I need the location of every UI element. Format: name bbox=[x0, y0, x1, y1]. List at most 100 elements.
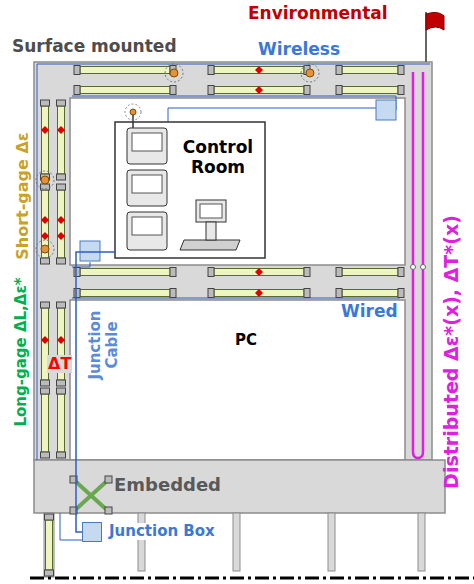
embedded-sensor bbox=[74, 480, 108, 511]
wireless-sensor bbox=[41, 245, 49, 253]
strain-sensors bbox=[41, 66, 405, 577]
short-gage-sensor bbox=[57, 232, 65, 240]
text-label: Wired bbox=[340, 302, 399, 322]
foundation bbox=[138, 513, 145, 571]
control-room-box bbox=[115, 122, 265, 258]
sensor-anchor bbox=[304, 86, 310, 95]
long-gage-sensor bbox=[342, 290, 398, 297]
sensor-anchor bbox=[304, 289, 310, 298]
wireless-sensor bbox=[41, 176, 49, 184]
long-gage-sensor bbox=[80, 269, 170, 276]
sensor-anchor bbox=[208, 289, 214, 298]
computer-icon bbox=[180, 240, 240, 250]
building-frame bbox=[34, 62, 432, 460]
environmental-flag bbox=[426, 12, 444, 62]
sensor-anchor bbox=[398, 86, 404, 95]
short-gage-sensor bbox=[57, 216, 65, 224]
computer-icon bbox=[132, 217, 162, 235]
short-gage-sensor bbox=[255, 86, 263, 94]
sensor-anchor bbox=[74, 268, 80, 277]
sensor-anchor bbox=[398, 268, 404, 277]
short-gage-sensor bbox=[41, 216, 49, 224]
sensor-anchor bbox=[208, 66, 214, 75]
junction-box: Junction Box bbox=[82, 522, 102, 542]
sensor-anchor bbox=[74, 289, 80, 298]
long-gage-sensor bbox=[58, 190, 65, 258]
computer-icon bbox=[132, 114, 134, 128]
sensor-anchor bbox=[170, 289, 176, 298]
rotated-label: Long-gage ΔL,Δε* bbox=[13, 277, 30, 426]
sensor-anchor bbox=[41, 452, 50, 458]
computer-icon bbox=[130, 109, 136, 115]
wireless-sensor bbox=[36, 64, 319, 258]
sensor-anchor bbox=[41, 302, 50, 308]
wireless-sensor bbox=[301, 64, 319, 82]
sensor-anchor bbox=[57, 258, 66, 264]
ground-line bbox=[30, 577, 474, 580]
junction-cable bbox=[76, 252, 115, 532]
embedded-sensor bbox=[105, 507, 112, 514]
sensor-anchor bbox=[74, 66, 80, 75]
distributed-sensor bbox=[411, 72, 426, 458]
long-gage-sensor bbox=[58, 394, 65, 452]
wireless-sensor bbox=[36, 240, 54, 258]
long-gage-sensor bbox=[80, 67, 170, 74]
computer-icon bbox=[127, 212, 167, 250]
sensor-anchor bbox=[74, 86, 80, 95]
signal-wire bbox=[60, 513, 82, 540]
signal-wire bbox=[72, 262, 90, 267]
long-gage-sensor bbox=[214, 290, 304, 297]
node-text: Control Room bbox=[175, 138, 261, 177]
sensor-anchor bbox=[170, 86, 176, 95]
long-gage-sensor bbox=[58, 106, 65, 174]
rotated-label: Junction Cable bbox=[87, 305, 122, 385]
computer-icon bbox=[125, 104, 141, 120]
distributed-sensor bbox=[421, 265, 426, 270]
sensor-anchor bbox=[45, 514, 54, 520]
sensor-anchor bbox=[208, 268, 214, 277]
sensor-anchor bbox=[41, 184, 50, 190]
short-gage-sensor bbox=[255, 268, 263, 276]
foundation bbox=[34, 460, 445, 577]
computer-icon bbox=[127, 128, 167, 164]
text-label: ΔT bbox=[47, 355, 72, 373]
sensor-anchor bbox=[41, 380, 50, 386]
node-text: PC bbox=[235, 332, 257, 349]
foundation bbox=[418, 513, 425, 571]
short-gage-sensor bbox=[41, 126, 49, 134]
sensor-anchor bbox=[336, 86, 342, 95]
signal-wire bbox=[72, 298, 400, 299]
wireless-sensor bbox=[306, 69, 314, 77]
sensor-anchor bbox=[41, 258, 50, 264]
long-gage-sensor bbox=[42, 394, 49, 452]
computer-icon bbox=[125, 104, 240, 250]
sensor-anchor bbox=[57, 380, 66, 386]
short-gage-sensor bbox=[255, 289, 263, 297]
sensor-anchor bbox=[398, 289, 404, 298]
sensor-anchor bbox=[41, 100, 50, 106]
wireless-sensor bbox=[165, 64, 183, 82]
node-text: Embedded bbox=[114, 475, 221, 496]
sensor-anchor bbox=[57, 302, 66, 308]
foundation bbox=[233, 513, 240, 571]
control-room-box bbox=[115, 122, 265, 258]
long-gage-sensor bbox=[214, 87, 304, 94]
computer-icon bbox=[196, 200, 226, 222]
sensor-anchor bbox=[336, 66, 342, 75]
long-gage-sensor bbox=[342, 269, 398, 276]
rotated-label: Short-gage Δε bbox=[14, 132, 32, 260]
long-gage-sensor bbox=[42, 106, 49, 174]
long-gage-sensor bbox=[342, 67, 398, 74]
building-frame bbox=[34, 62, 432, 460]
sensor-anchor bbox=[170, 268, 176, 277]
computer-icon bbox=[206, 222, 216, 240]
environmental-flag bbox=[426, 12, 444, 30]
text-label: Environmental bbox=[248, 4, 388, 24]
short-gage-sensor bbox=[41, 232, 49, 240]
wireless-sensor bbox=[170, 69, 178, 77]
building-frame bbox=[70, 300, 405, 460]
rotated-label: Distributed Δε*(x), ΔT*(x) bbox=[441, 215, 463, 489]
